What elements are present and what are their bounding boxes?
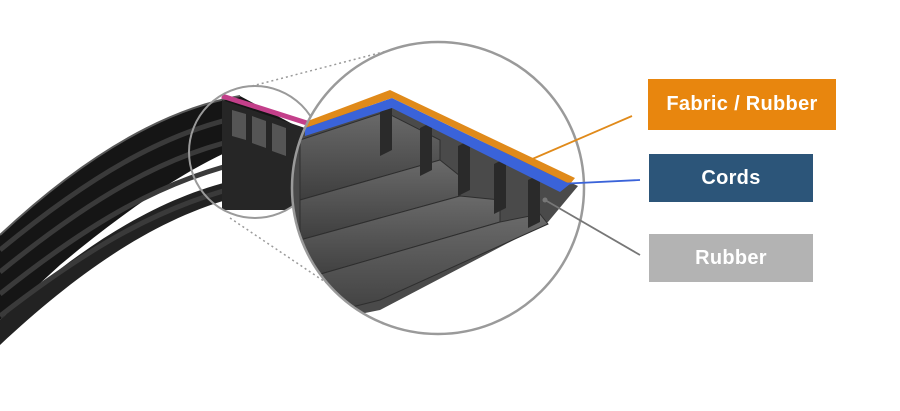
rubber-label: Rubber: [649, 234, 813, 282]
fabric-rubber-label: Fabric / Rubber: [648, 79, 836, 130]
leader-lines: [529, 115, 641, 256]
leader-dots: [527, 157, 561, 203]
cords-label-text: Cords: [701, 166, 761, 189]
rubber-leader-line: [544, 199, 641, 256]
cords-label: Cords: [649, 154, 813, 202]
cords-leader-line: [557, 179, 641, 185]
fabric-leader-line: [529, 115, 633, 161]
rubber-label-text: Rubber: [695, 246, 767, 269]
big-magnifier-circle: [290, 40, 586, 336]
fabric-rubber-label-text: Fabric / Rubber: [666, 93, 818, 115]
